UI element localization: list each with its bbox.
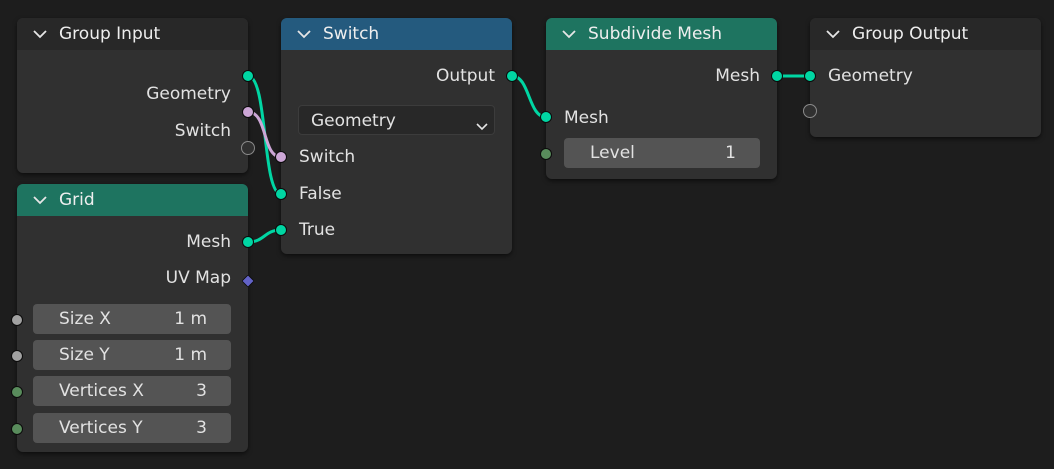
socket-group-output-empty[interactable] <box>803 104 817 118</box>
chevron-down-icon[interactable] <box>297 18 323 50</box>
output-label-mesh: Mesh <box>186 232 231 252</box>
socket-group-output-geometry[interactable] <box>804 70 816 82</box>
socket-grid-size-x[interactable] <box>11 314 23 326</box>
node-title: Subdivide Mesh <box>588 24 723 44</box>
socket-group-input-geometry[interactable] <box>242 70 254 82</box>
field-value: 1 m <box>174 309 207 329</box>
node-title: Group Output <box>852 24 969 44</box>
vertices-y-field[interactable]: Vertices Y 3 <box>33 413 231 443</box>
input-label-switch: Switch <box>299 147 356 167</box>
field-label: Size X <box>59 309 111 329</box>
chevron-down-icon[interactable] <box>33 18 59 50</box>
node-header[interactable]: Subdivide Mesh <box>546 18 777 50</box>
field-value: 1 m <box>174 345 207 365</box>
socket-grid-uv-map[interactable] <box>241 272 255 288</box>
dropdown-value: Geometry <box>311 111 396 131</box>
input-label-geometry: Geometry <box>828 66 913 86</box>
node-title: Group Input <box>59 24 161 44</box>
socket-switch-true[interactable] <box>275 224 287 236</box>
node-header[interactable]: Group Input <box>17 18 248 50</box>
socket-subdivide-level[interactable] <box>540 148 552 160</box>
output-label-switch: Switch <box>174 121 231 141</box>
field-label: Size Y <box>59 345 110 365</box>
output-label-mesh: Mesh <box>715 66 760 86</box>
field-value: 3 <box>196 381 207 401</box>
node-switch[interactable]: Switch Output Geometry Switch False True <box>281 18 512 254</box>
field-label: Vertices Y <box>59 418 143 438</box>
socket-subdivide-mesh-output[interactable] <box>771 70 783 82</box>
input-label-true: True <box>299 220 336 240</box>
field-label: Level <box>590 143 635 163</box>
socket-grid-vertices-x[interactable] <box>11 386 23 398</box>
type-dropdown[interactable]: Geometry <box>298 105 495 135</box>
node-header[interactable]: Group Output <box>810 18 1041 50</box>
field-value: 3 <box>196 418 207 438</box>
output-label-uv-map: UV Map <box>165 268 231 288</box>
output-label-geometry: Geometry <box>146 84 231 104</box>
socket-grid-mesh[interactable] <box>242 236 254 248</box>
node-grid[interactable]: Grid Mesh UV Map Size X 1 m Size Y 1 m V… <box>17 184 248 452</box>
node-header[interactable]: Grid <box>17 184 248 216</box>
level-field[interactable]: Level 1 <box>564 138 760 168</box>
node-title: Grid <box>59 190 95 210</box>
node-header[interactable]: Switch <box>281 18 512 50</box>
chevron-down-icon[interactable] <box>826 18 852 50</box>
chevron-down-icon[interactable] <box>562 18 588 50</box>
node-subdivide-mesh[interactable]: Subdivide Mesh Mesh Mesh Level 1 <box>546 18 777 179</box>
chevron-down-icon[interactable] <box>33 184 59 216</box>
input-label-false: False <box>299 184 342 204</box>
socket-switch-switch[interactable] <box>275 151 287 163</box>
socket-switch-output[interactable] <box>506 70 518 82</box>
chevron-down-icon <box>476 116 488 136</box>
node-group-output[interactable]: Group Output Geometry <box>810 18 1041 137</box>
socket-grid-size-y[interactable] <box>11 350 23 362</box>
field-value: 1 <box>725 143 736 163</box>
link-switch-output-to-subdivide-mesh <box>511 74 547 119</box>
socket-group-input-switch[interactable] <box>242 106 254 118</box>
vertices-x-field[interactable]: Vertices X 3 <box>33 376 231 406</box>
socket-switch-false[interactable] <box>275 188 287 200</box>
node-group-input[interactable]: Group Input Geometry Switch <box>17 18 248 173</box>
size-x-field[interactable]: Size X 1 m <box>33 304 231 334</box>
socket-subdivide-mesh-input[interactable] <box>540 111 552 123</box>
output-label-output: Output <box>435 66 495 86</box>
socket-group-input-empty[interactable] <box>241 141 255 155</box>
size-y-field[interactable]: Size Y 1 m <box>33 340 231 370</box>
field-label: Vertices X <box>59 381 144 401</box>
input-label-mesh: Mesh <box>564 108 609 128</box>
socket-grid-vertices-y[interactable] <box>11 423 23 435</box>
node-title: Switch <box>323 24 380 44</box>
